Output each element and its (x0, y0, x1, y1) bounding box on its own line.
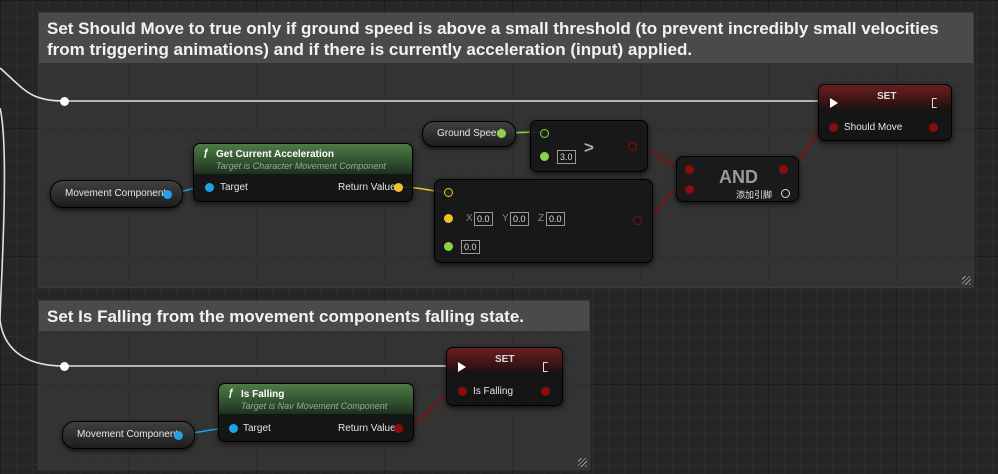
target-input-pin[interactable] (205, 183, 214, 192)
return-value-label: Return Value (338, 423, 396, 434)
function-icon: ƒ (228, 388, 234, 399)
reroute-node[interactable] (60, 362, 69, 371)
target-label: Target (243, 423, 271, 434)
float-input-pin[interactable] (444, 242, 453, 251)
exec-output-pin[interactable] (932, 98, 940, 108)
node-label: Ground Speed (437, 128, 503, 139)
target-input-pin[interactable] (229, 424, 238, 433)
y-label: Y (502, 213, 509, 224)
add-pin-label[interactable]: 添加引脚 (736, 190, 773, 200)
movement-component-node[interactable]: Movement Component (62, 421, 195, 449)
node-subtitle: Target is Character Movement Component (216, 161, 386, 171)
node-title: Get Current Acceleration (216, 149, 334, 160)
greater-than-node[interactable]: 3.0 > (530, 120, 648, 172)
operator-symbol: > (584, 138, 594, 157)
variable-label: Should Move (844, 122, 903, 133)
comment-title[interactable]: Set Should Move to true only if ground s… (39, 13, 973, 63)
node-title: SET (877, 91, 897, 102)
target-label: Target (220, 182, 248, 193)
exec-output-pin[interactable] (543, 362, 551, 372)
object-output-pin[interactable] (174, 431, 183, 440)
y-value-field[interactable]: 0.0 (510, 212, 529, 226)
bool-input-pin[interactable] (685, 185, 694, 194)
x-value-field[interactable]: 0.0 (474, 212, 493, 226)
resize-handle[interactable] (962, 276, 971, 285)
exec-input-pin[interactable] (830, 98, 838, 108)
node-header (819, 85, 951, 109)
variable-label: Is Falling (473, 386, 514, 397)
object-output-pin[interactable] (163, 190, 172, 199)
vector-input-pin[interactable] (444, 214, 453, 223)
add-pin-icon[interactable] (781, 189, 790, 198)
bool-input-pin[interactable] (685, 165, 694, 174)
node-label: Movement Component (77, 429, 179, 440)
vector-output-pin[interactable] (394, 183, 403, 192)
set-should-move-node[interactable]: SET Should Move (818, 84, 952, 141)
resize-handle[interactable] (578, 458, 587, 467)
operator-symbol: AND (719, 167, 758, 187)
node-header (219, 384, 413, 414)
b-value-field[interactable]: 3.0 (557, 150, 576, 164)
exec-wire (0, 67, 826, 102)
bool-input-pin[interactable] (829, 123, 838, 132)
bool-input-pin[interactable] (458, 387, 467, 396)
vector-length-node[interactable]: X 0.0 Y 0.0 Z 0.0 0.0 (434, 179, 653, 263)
function-icon: ƒ (203, 148, 209, 159)
z-label: Z (538, 213, 545, 224)
ground-speed-node[interactable]: Ground Speed (422, 121, 516, 147)
z-value-field[interactable]: 0.0 (546, 212, 565, 226)
return-value-label: Return Value (338, 182, 396, 193)
get-current-acceleration-node[interactable]: ƒ Get Current Acceleration Target is Cha… (193, 143, 413, 202)
and-node[interactable]: AND 添加引脚 (676, 156, 799, 202)
float-output-pin[interactable] (633, 216, 642, 225)
float-input-pin[interactable] (540, 152, 549, 161)
bool-output-pin[interactable] (779, 165, 788, 174)
node-title: SET (495, 354, 515, 365)
set-is-falling-node[interactable]: SET Is Falling (446, 347, 563, 406)
movement-component-node[interactable]: Movement Component (50, 180, 183, 208)
exec-wire (0, 107, 455, 367)
node-title: Is Falling (241, 389, 285, 400)
node-header (447, 348, 562, 372)
bool-output-pin[interactable] (394, 424, 403, 433)
float-input-pin[interactable] (540, 129, 549, 138)
node-label: Movement Component (65, 188, 167, 199)
bool-output-pin[interactable] (541, 387, 550, 396)
node-header (194, 144, 412, 174)
exec-input-pin[interactable] (458, 362, 466, 372)
bool-output-pin[interactable] (628, 142, 637, 151)
is-falling-node[interactable]: ƒ Is Falling Target is Nav Movement Comp… (218, 383, 414, 442)
x-label: X (466, 213, 473, 224)
reroute-node[interactable] (60, 97, 69, 106)
bool-output-pin[interactable] (929, 123, 938, 132)
comment-title[interactable]: Set Is Falling from the movement compone… (39, 301, 589, 331)
vector-input-pin[interactable] (444, 188, 453, 197)
float-output-pin[interactable] (497, 129, 506, 138)
node-subtitle: Target is Nav Movement Component (241, 401, 388, 411)
scalar-value-field[interactable]: 0.0 (461, 240, 480, 254)
